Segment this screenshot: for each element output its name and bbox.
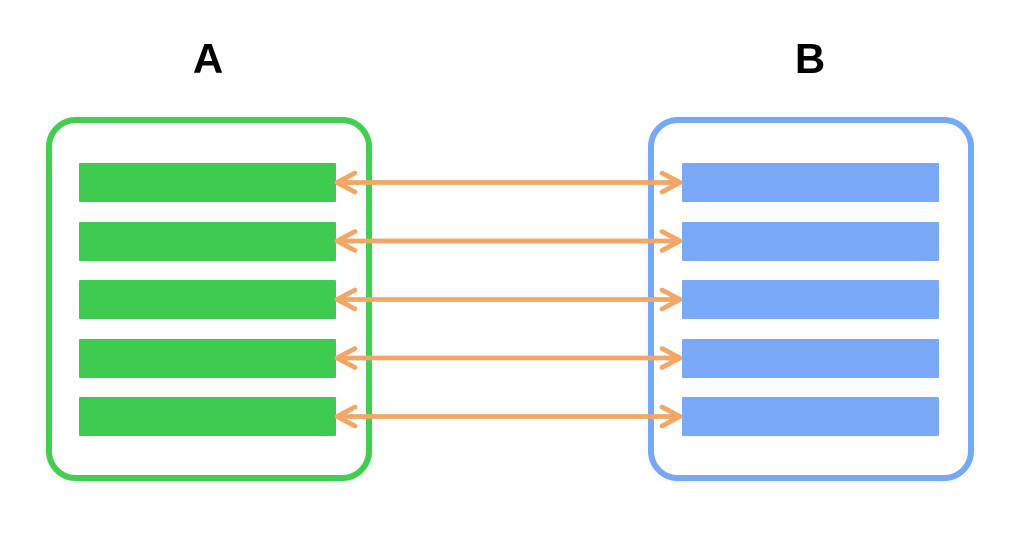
group-b-bar-3 bbox=[682, 280, 939, 319]
group-a-bar-4 bbox=[79, 338, 336, 378]
connection-arrow-4 bbox=[334, 346, 683, 370]
connection-arrow-1 bbox=[334, 170, 683, 195]
group-a-box bbox=[46, 117, 372, 481]
connection-arrow-2 bbox=[334, 229, 683, 253]
group-a-bar-1 bbox=[79, 163, 336, 202]
group-b-bar-4 bbox=[682, 338, 939, 378]
group-b-bar-1 bbox=[682, 163, 939, 202]
group-a-title: A bbox=[192, 35, 224, 82]
group-a-bar-5 bbox=[79, 397, 336, 436]
group-a-bar-2 bbox=[79, 221, 336, 261]
group-b-box bbox=[648, 117, 974, 481]
group-b-title: B bbox=[794, 35, 826, 82]
group-a-bar-3 bbox=[79, 280, 336, 319]
group-b-bar-2 bbox=[682, 221, 939, 261]
connection-arrow-5 bbox=[334, 404, 683, 429]
connection-arrow-3 bbox=[334, 287, 683, 312]
group-b-bar-5 bbox=[682, 397, 939, 436]
